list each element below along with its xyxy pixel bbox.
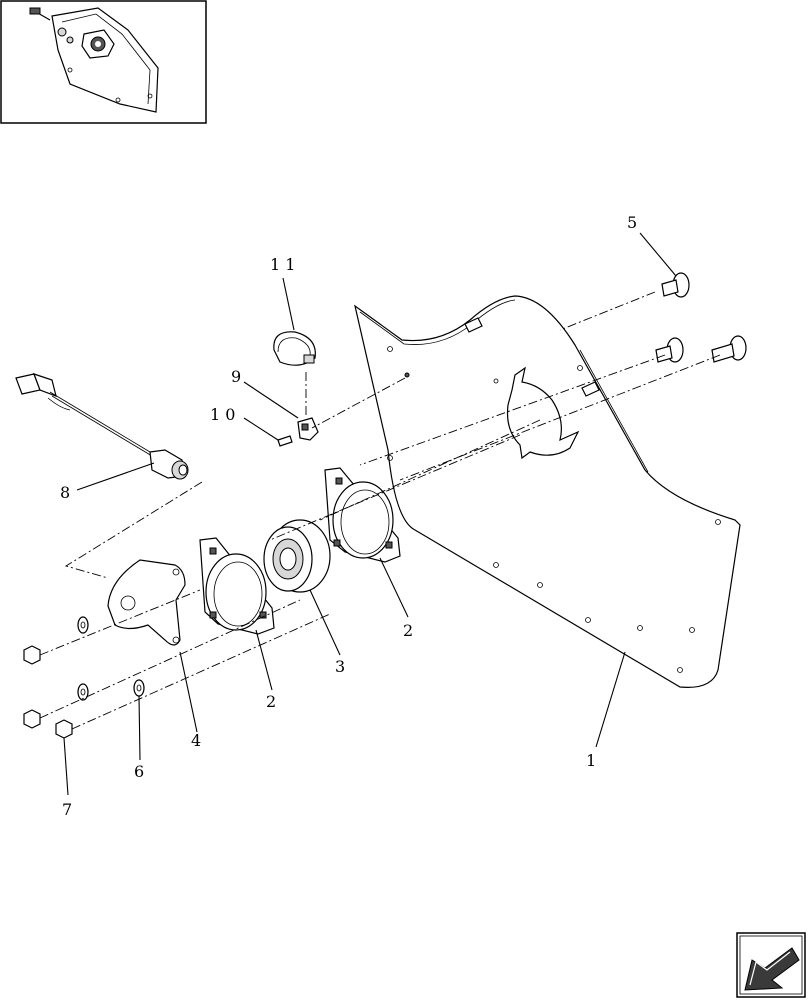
assembly-thumbnail-icon[interactable] bbox=[0, 0, 207, 124]
callout-labels: 1 2 2 3 4 5 6 7 8 9 1 0 1 1 bbox=[60, 213, 637, 819]
callout-11: 1 1 bbox=[270, 255, 295, 274]
callout-1: 1 bbox=[586, 751, 596, 770]
nut-part bbox=[23, 645, 73, 739]
washer-part bbox=[77, 616, 145, 701]
callout-3: 3 bbox=[335, 657, 345, 676]
callout-5: 5 bbox=[627, 213, 637, 232]
bracket-part bbox=[107, 559, 186, 646]
callout-6: 6 bbox=[134, 762, 144, 781]
leader-lines bbox=[63, 232, 677, 796]
callout-2-left: 2 bbox=[266, 692, 276, 711]
callout-9: 9 bbox=[231, 367, 241, 386]
side-panel-part bbox=[354, 295, 741, 688]
sensor-harness-part bbox=[15, 373, 189, 480]
callout-4: 4 bbox=[191, 731, 201, 750]
callout-8: 8 bbox=[60, 483, 70, 502]
clip-part bbox=[297, 417, 319, 441]
next-page-arrow-icon[interactable] bbox=[736, 932, 806, 998]
callout-2-right: 2 bbox=[403, 621, 413, 640]
carriage-bolt-part bbox=[655, 272, 747, 363]
bearing-part bbox=[263, 519, 331, 593]
strap-part bbox=[273, 331, 316, 366]
bearing-flange-right-part bbox=[324, 467, 401, 563]
assembly-centerlines bbox=[39, 291, 721, 730]
callout-7: 7 bbox=[62, 800, 72, 819]
screw-part bbox=[277, 435, 293, 447]
callout-10: 1 0 bbox=[210, 405, 235, 424]
bearing-flange-left-part bbox=[199, 537, 275, 635]
